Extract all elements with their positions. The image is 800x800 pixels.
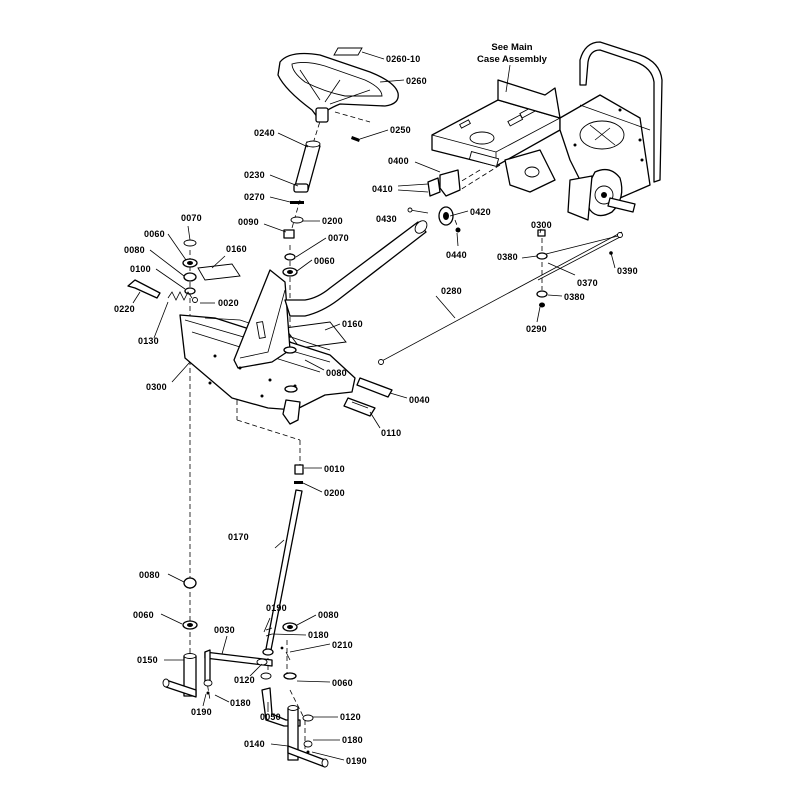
label-0300-rod: 0300	[531, 220, 552, 230]
label-0200-upper: 0200	[322, 216, 343, 226]
label-0060-left: 0060	[144, 229, 165, 239]
label-0250: 0250	[390, 125, 411, 135]
label-0060-lower-left: 0060	[133, 610, 154, 620]
label-0040: 0040	[409, 395, 430, 405]
label-0050: 0050	[260, 712, 281, 722]
label-0110: 0110	[381, 428, 401, 438]
label-0300-frame: 0300	[146, 382, 167, 392]
drag-link-rod	[378, 231, 623, 365]
label-0440: 0440	[446, 250, 467, 260]
label-0430: 0430	[376, 214, 397, 224]
steering-wheel	[277, 47, 399, 123]
label-0160-lower: 0160	[342, 319, 363, 329]
left-hardware-stack	[182, 239, 298, 295]
label-0260: 0260	[406, 76, 427, 86]
label-0260-10: 0260-10	[386, 54, 420, 64]
label-0130: 0130	[138, 336, 159, 346]
label-0070-right: 0070	[328, 233, 349, 243]
label-0190-top: 0190	[266, 603, 287, 613]
label-0290: 0290	[526, 324, 547, 334]
plate-parts	[197, 263, 347, 349]
label-0090: 0090	[238, 217, 259, 227]
frame-tube	[284, 220, 428, 317]
label-0380-lower: 0380	[564, 292, 585, 302]
label-0120-right: 0120	[340, 712, 361, 722]
label-0380-upper: 0380	[497, 252, 518, 262]
leader-lines	[132, 51, 616, 761]
label-0190-right: 0190	[346, 756, 367, 766]
main-case-assembly	[431, 41, 663, 221]
front-frame	[179, 269, 356, 425]
label-0080-frame: 0080	[326, 368, 347, 378]
label-0080-lower-left: 0080	[139, 570, 160, 580]
label-0140: 0140	[244, 739, 265, 749]
sector-bracket-group	[407, 169, 461, 233]
label-0060-right: 0060	[314, 256, 335, 266]
label-0080-lower-right: 0080	[318, 610, 339, 620]
part-labels: See Main Case Assembly 0260-10 0260 0250…	[114, 42, 638, 766]
brackets-0040-0110	[343, 377, 393, 417]
label-0030: 0030	[214, 625, 235, 635]
label-0020: 0020	[218, 298, 239, 308]
label-0220: 0220	[114, 304, 135, 314]
steering-shaft	[283, 136, 360, 239]
label-0240: 0240	[254, 128, 275, 138]
note-line-1: See Main	[491, 42, 532, 53]
label-0190-left: 0190	[191, 707, 212, 717]
label-0180-top: 0180	[308, 630, 329, 640]
label-0390: 0390	[617, 266, 638, 276]
label-0010: 0010	[324, 464, 345, 474]
label-0170: 0170	[228, 532, 249, 542]
label-0270: 0270	[244, 192, 265, 202]
label-0160-upper: 0160	[226, 244, 247, 254]
lower-steering-linkage	[162, 464, 329, 768]
label-0120-left: 0120	[234, 675, 255, 685]
label-0410: 0410	[372, 184, 393, 194]
spring-and-rod	[127, 279, 198, 303]
label-0400: 0400	[388, 156, 409, 166]
label-0150: 0150	[137, 655, 158, 665]
label-0070-left: 0070	[181, 213, 202, 223]
label-0100: 0100	[130, 264, 151, 274]
label-0230: 0230	[244, 170, 265, 180]
label-0080-upper: 0080	[124, 245, 145, 255]
label-0180-left: 0180	[230, 698, 251, 708]
label-0210: 0210	[332, 640, 353, 650]
label-0280: 0280	[441, 286, 462, 296]
note-line-2: Case Assembly	[477, 54, 548, 65]
label-0180-right: 0180	[342, 735, 363, 745]
label-0370: 0370	[577, 278, 598, 288]
label-0200-lower: 0200	[324, 488, 345, 498]
label-0420: 0420	[470, 207, 491, 217]
label-0060-lower-right: 0060	[332, 678, 353, 688]
